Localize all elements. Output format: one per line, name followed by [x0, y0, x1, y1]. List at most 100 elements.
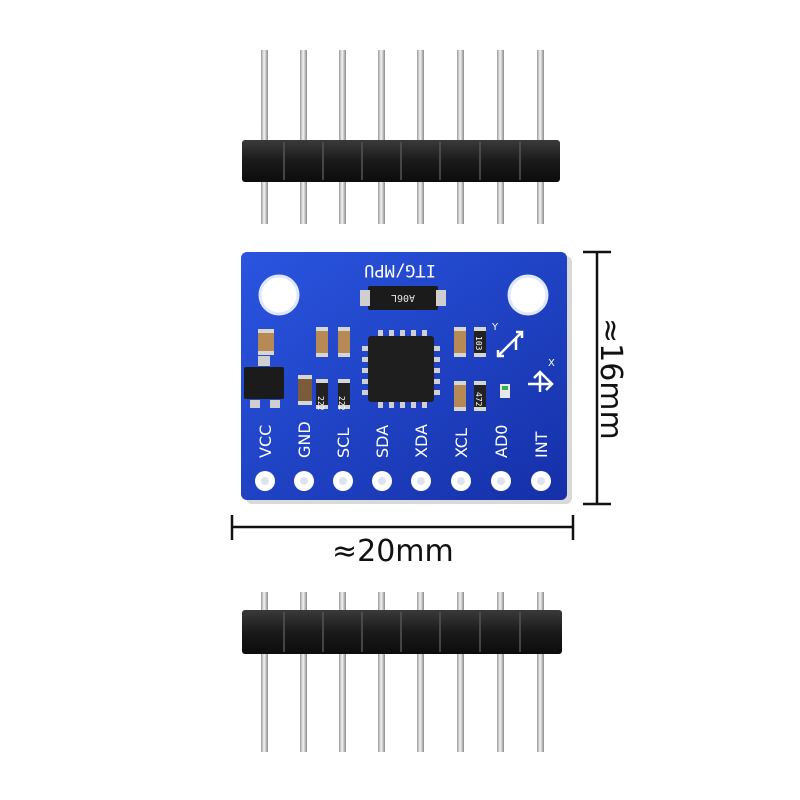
ic-pad [434, 390, 440, 395]
ic-pad [400, 330, 405, 336]
ic-pad [434, 379, 440, 384]
regulator-pad-right [436, 290, 446, 306]
pin-hole [261, 477, 269, 485]
top-header-pin [537, 50, 544, 224]
smd-pad [338, 405, 350, 409]
smd-pad [454, 407, 466, 411]
ic-pad [434, 368, 440, 373]
height-dimension [583, 250, 611, 506]
sot-component [244, 367, 284, 399]
mount-hole-right [507, 274, 549, 316]
ic-pad [362, 368, 368, 373]
smd-pad [298, 401, 312, 405]
axis-label-y: Y [491, 322, 499, 333]
pin-label-xda: XDA [412, 424, 431, 458]
bottom-header-pin [378, 592, 385, 752]
smd-pad [258, 351, 274, 355]
top-header-pin [261, 50, 268, 224]
pin-label-vcc: VCC [256, 425, 275, 458]
smd-pad [338, 379, 350, 383]
bottom-header-pin [300, 592, 307, 752]
smd-pad [298, 375, 312, 379]
smd-component [474, 384, 486, 408]
pin-label-sda: SDA [373, 425, 392, 458]
smd-pad [454, 327, 466, 331]
axis-arrows-icon [496, 330, 554, 392]
pin-label-ad0: AD0 [492, 425, 511, 458]
pin-label-int: INT [532, 431, 551, 458]
sot-pad-3 [270, 400, 280, 408]
bottom-header-pin [537, 592, 544, 752]
bottom-header-pin [417, 592, 424, 752]
ic-pad [378, 330, 383, 336]
pin-label-xcl: XCL [452, 428, 471, 458]
axis-label-x: X [548, 358, 555, 369]
pin-hole [300, 477, 308, 485]
top-header-pin [378, 50, 385, 224]
top-header-pin [497, 50, 504, 224]
led-dot [502, 386, 508, 390]
top-header-pin [417, 50, 424, 224]
ic-pad [378, 402, 383, 408]
pin-label-scl: SCL [334, 428, 353, 458]
ic-pad [411, 402, 416, 408]
smd-pad [454, 381, 466, 385]
smd-component [454, 384, 466, 408]
smd-pad [338, 353, 350, 357]
mount-hole-left [258, 274, 300, 316]
ic-pad [422, 330, 427, 336]
pin-hole [537, 477, 545, 485]
bottom-header-pin [457, 592, 464, 752]
smd-pad [474, 353, 486, 357]
chip-marking: A06L [391, 292, 415, 303]
smd-component [258, 332, 274, 352]
top-header-pin [457, 50, 464, 224]
smd-pad [316, 353, 328, 357]
ic-pad [389, 330, 394, 336]
ic-pad [362, 357, 368, 362]
ic-pad [434, 357, 440, 362]
mpu-board: ITG/MPU A06L 222 222 103 472 [241, 252, 572, 504]
smd-pad [316, 405, 328, 409]
bottom-header-pin [497, 592, 504, 752]
resistor-label-1: 222 [316, 396, 325, 411]
smd-component [298, 378, 312, 402]
mpu-chip [368, 336, 434, 402]
pin-hole [378, 477, 386, 485]
smd-component [338, 382, 350, 406]
width-dimension-label: ≈20mm [332, 534, 454, 569]
regulator-pad-left [360, 290, 370, 306]
pin-label-gnd: GND [295, 421, 314, 458]
bottom-header-pin [261, 592, 268, 752]
ic-pad [422, 402, 427, 408]
board-title: ITG/MPU [364, 260, 436, 280]
bottom-header-pin [339, 592, 346, 752]
smd-pad [454, 353, 466, 357]
regulator-chip [368, 286, 438, 310]
smd-pad [316, 379, 328, 383]
resistor-label-4: 472 [474, 392, 483, 407]
height-dimension-label: ≈16mm [593, 318, 628, 440]
pin-hole [457, 477, 465, 485]
ic-pad [400, 402, 405, 408]
top-header-pin [300, 50, 307, 224]
pin-hole [417, 477, 425, 485]
smd-component [316, 330, 328, 354]
ic-pad [362, 346, 368, 351]
ic-pad [362, 379, 368, 384]
bottom-header-plastic [242, 610, 562, 654]
pin-hole [339, 477, 347, 485]
sot-pad-1 [258, 356, 270, 366]
led [500, 384, 510, 398]
smd-component [474, 330, 486, 354]
bottom-pin-header [242, 592, 562, 752]
smd-pad [338, 327, 350, 331]
ic-pad [434, 346, 440, 351]
resistor-label-2: 222 [337, 396, 346, 411]
smd-pad [474, 381, 486, 385]
ic-pad [389, 402, 394, 408]
smd-pad [474, 407, 486, 411]
smd-component [316, 382, 328, 406]
sot-pad-2 [250, 400, 260, 408]
